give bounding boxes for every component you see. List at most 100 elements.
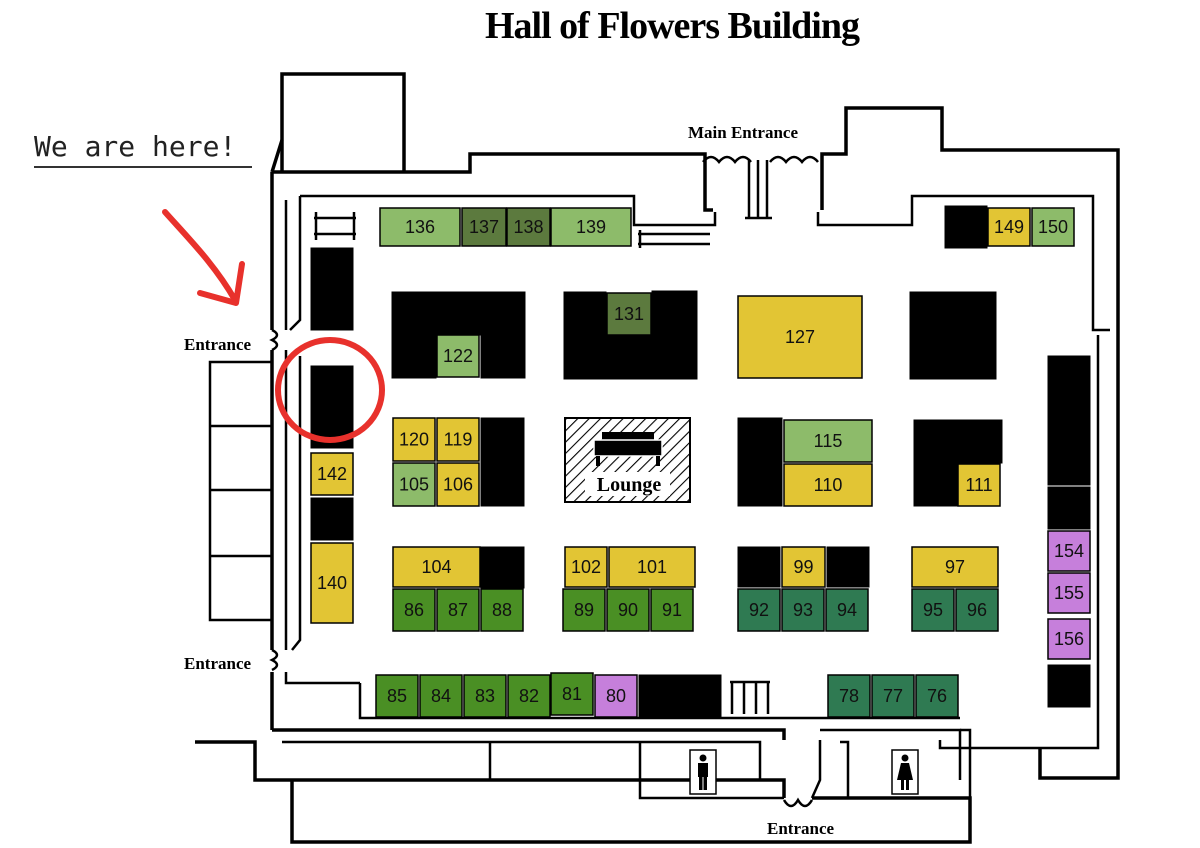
booth-box <box>419 674 463 718</box>
booth-137[interactable]: 137 <box>461 207 507 247</box>
booth-150[interactable]: 150 <box>1031 207 1075 247</box>
booth-box <box>608 546 696 588</box>
booth-box <box>392 588 436 632</box>
booth-box <box>783 463 873 507</box>
booth-93[interactable]: 93 <box>781 588 825 632</box>
booth-94[interactable]: 94 <box>825 588 869 632</box>
booth-87[interactable]: 87 <box>436 588 480 632</box>
booth-131[interactable]: 131 <box>606 292 652 336</box>
booth-120[interactable]: 120 <box>392 417 436 462</box>
booth-number: 76 <box>927 686 947 706</box>
booth-number: 85 <box>387 686 407 706</box>
unlabeled-block <box>310 365 354 449</box>
booth-136[interactable]: 136 <box>379 207 461 247</box>
unlabeled-block <box>1047 486 1091 530</box>
booth-number: 87 <box>448 600 468 620</box>
building-walls <box>195 72 1120 844</box>
booth-78[interactable]: 78 <box>827 674 871 718</box>
booth-90[interactable]: 90 <box>606 588 650 632</box>
booth-number: 83 <box>475 686 495 706</box>
booth-142[interactable]: 142 <box>310 452 354 496</box>
booth-77[interactable]: 77 <box>871 674 915 718</box>
woman-restroom-icon <box>891 749 919 795</box>
booth-box <box>1047 572 1091 614</box>
booth-number: 111 <box>965 475 992 495</box>
booth-box <box>392 417 436 462</box>
booth-106[interactable]: 106 <box>436 462 480 507</box>
booth-number: 78 <box>839 686 859 706</box>
booth-154[interactable]: 154 <box>1047 530 1091 572</box>
booth-number: 110 <box>814 475 843 495</box>
booth-number: 131 <box>614 304 644 324</box>
unlabeled-block <box>1047 355 1091 443</box>
booth-92[interactable]: 92 <box>737 588 781 632</box>
booth-140[interactable]: 140 <box>310 542 354 624</box>
booth-89[interactable]: 89 <box>562 588 606 632</box>
booth-110[interactable]: 110 <box>783 463 873 507</box>
booth-box <box>871 674 915 718</box>
booth-105[interactable]: 105 <box>392 462 436 507</box>
main-entrance-label: Main Entrance <box>688 123 798 142</box>
booth-85[interactable]: 85 <box>375 674 419 718</box>
booth-95[interactable]: 95 <box>911 588 955 632</box>
booth-155[interactable]: 155 <box>1047 572 1091 614</box>
booth-box <box>379 207 461 247</box>
unlabeled-block <box>913 419 1003 464</box>
booth-111[interactable]: 111 <box>957 463 1001 507</box>
booth-86[interactable]: 86 <box>392 588 436 632</box>
unlabeled-block <box>310 497 354 541</box>
booth-number: 89 <box>574 600 594 620</box>
booth-149[interactable]: 149 <box>987 207 1031 247</box>
booth-box <box>781 546 826 588</box>
booth-127[interactable]: 127 <box>737 295 863 379</box>
booth-81[interactable]: 81 <box>550 672 594 716</box>
unlabeled-block <box>913 462 958 507</box>
booth-102[interactable]: 102 <box>564 546 608 588</box>
booth-82[interactable]: 82 <box>507 674 551 718</box>
booth-138[interactable]: 138 <box>506 207 551 247</box>
booth-number: 93 <box>793 600 813 620</box>
booth-88[interactable]: 88 <box>480 588 524 632</box>
unlabeled-block <box>638 674 722 718</box>
booth-number: 155 <box>1054 583 1084 603</box>
booth-number: 92 <box>749 600 769 620</box>
booth-83[interactable]: 83 <box>463 674 507 718</box>
booth-91[interactable]: 91 <box>650 588 694 632</box>
booth-box <box>825 588 869 632</box>
booth-number: 136 <box>405 217 435 237</box>
unlabeled-block <box>480 546 525 589</box>
booth-101[interactable]: 101 <box>608 546 696 588</box>
booth-number: 154 <box>1054 541 1084 561</box>
booth-number: 77 <box>883 686 903 706</box>
booth-box <box>1031 207 1075 247</box>
unlabeled-block <box>391 291 437 336</box>
booth-80[interactable]: 80 <box>594 674 638 718</box>
booth-box <box>436 334 480 378</box>
booth-96[interactable]: 96 <box>955 588 999 632</box>
booth-119[interactable]: 119 <box>436 417 480 462</box>
booth-number: 97 <box>945 557 965 577</box>
booth-84[interactable]: 84 <box>419 674 463 718</box>
booth-number: 122 <box>443 346 473 366</box>
booth-box <box>606 588 650 632</box>
man-restroom-icon <box>689 749 717 795</box>
booth-122[interactable]: 122 <box>436 334 480 378</box>
unlabeled-block <box>944 205 988 249</box>
booth-box <box>911 546 999 588</box>
booth-104[interactable]: 104 <box>392 546 481 588</box>
booth-156[interactable]: 156 <box>1047 618 1091 660</box>
here-circle-marker <box>275 337 385 443</box>
booth-139[interactable]: 139 <box>550 207 632 247</box>
booth-box <box>392 462 436 507</box>
booth-99[interactable]: 99 <box>781 546 826 588</box>
booth-97[interactable]: 97 <box>911 546 999 588</box>
booth-number: 150 <box>1038 217 1068 237</box>
booth-number: 94 <box>837 600 857 620</box>
booth-box <box>480 588 524 632</box>
booth-115[interactable]: 115 <box>783 419 873 463</box>
booth-76[interactable]: 76 <box>915 674 959 718</box>
booth-box <box>562 588 606 632</box>
map-title: Hall of Flowers Building <box>485 5 860 47</box>
lounge-area[interactable]: Lounge <box>564 417 691 503</box>
